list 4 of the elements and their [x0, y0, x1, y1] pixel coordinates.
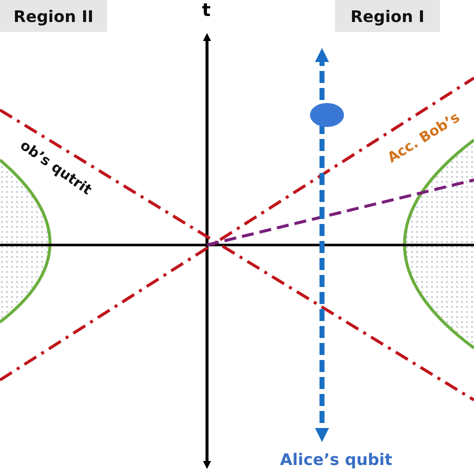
axis-caption: Alice’s qubit: [280, 450, 392, 469]
axis-label: t: [202, 0, 211, 21]
region-label: Region II: [0, 0, 107, 32]
region-label: Region I: [335, 0, 440, 32]
